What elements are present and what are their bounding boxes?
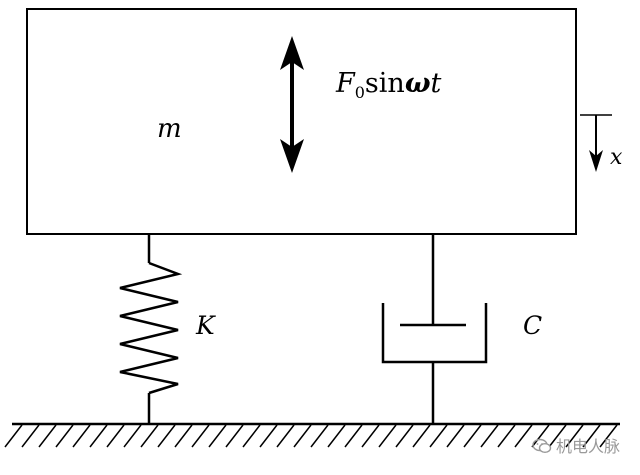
ground-hatch-line [565, 424, 584, 448]
ground-hatch-line [21, 424, 40, 448]
ground-hatch-line [242, 424, 261, 448]
wechat-icon [532, 438, 552, 458]
mass-block [26, 8, 577, 235]
force-double-arrow [280, 36, 304, 173]
ground-hatch-line [463, 424, 482, 448]
ground-hatch-line [429, 424, 448, 448]
ground-hatch-line [378, 424, 397, 448]
ground-hatch-line [310, 424, 329, 448]
ground-hatch-line [446, 424, 465, 448]
damper [381, 234, 488, 424]
ground-hatch-line [55, 424, 74, 448]
ground-hatch-line [514, 424, 533, 448]
ground-hatch-line [599, 424, 618, 448]
ground-hatch-line [140, 424, 159, 448]
ground-hatch-line [531, 424, 550, 448]
force-time: t [430, 68, 442, 99]
ground-hatch-line [191, 424, 210, 448]
force-sin: sin [364, 68, 405, 99]
ground-hatch-line [174, 424, 193, 448]
spring [119, 234, 183, 424]
watermark: 机电人脉 [532, 433, 620, 458]
ground-hatch-line [276, 424, 295, 448]
ground-hatch-line [582, 424, 601, 448]
watermark-text: 机电人脉 [556, 437, 621, 456]
force-symbol: F [336, 68, 355, 99]
displacement-label: x [610, 145, 623, 170]
ground-hatch-line [327, 424, 346, 448]
mass-label: m [157, 114, 182, 144]
ground-hatch-line [72, 424, 91, 448]
ground-hatch-line [293, 424, 312, 448]
ground [4, 422, 620, 448]
force-subscript: 0 [354, 83, 365, 102]
displacement-arrow [580, 114, 612, 172]
ground-hatch-line [157, 424, 176, 448]
ground-hatch-line [89, 424, 108, 448]
ground-hatch-line [4, 424, 23, 448]
ground-hatch-line [344, 424, 363, 448]
ground-hatch-line [38, 424, 57, 448]
ground-hatch-line [361, 424, 380, 448]
ground-hatch-line [208, 424, 227, 448]
ground-hatch-line [259, 424, 278, 448]
ground-hatch-line [225, 424, 244, 448]
ground-hatch-line [548, 424, 567, 448]
ground-hatch-line [412, 424, 431, 448]
ground-hatch-line [480, 424, 499, 448]
spring-label: K [196, 311, 215, 340]
force-label: F0sinωt [336, 70, 441, 101]
damper-label: C [523, 311, 543, 340]
ground-hatch-line [106, 424, 125, 448]
force-omega: ω [404, 68, 431, 99]
ground-hatch-line [497, 424, 516, 448]
ground-hatch-line [395, 424, 414, 448]
ground-hatch-line [123, 424, 142, 448]
